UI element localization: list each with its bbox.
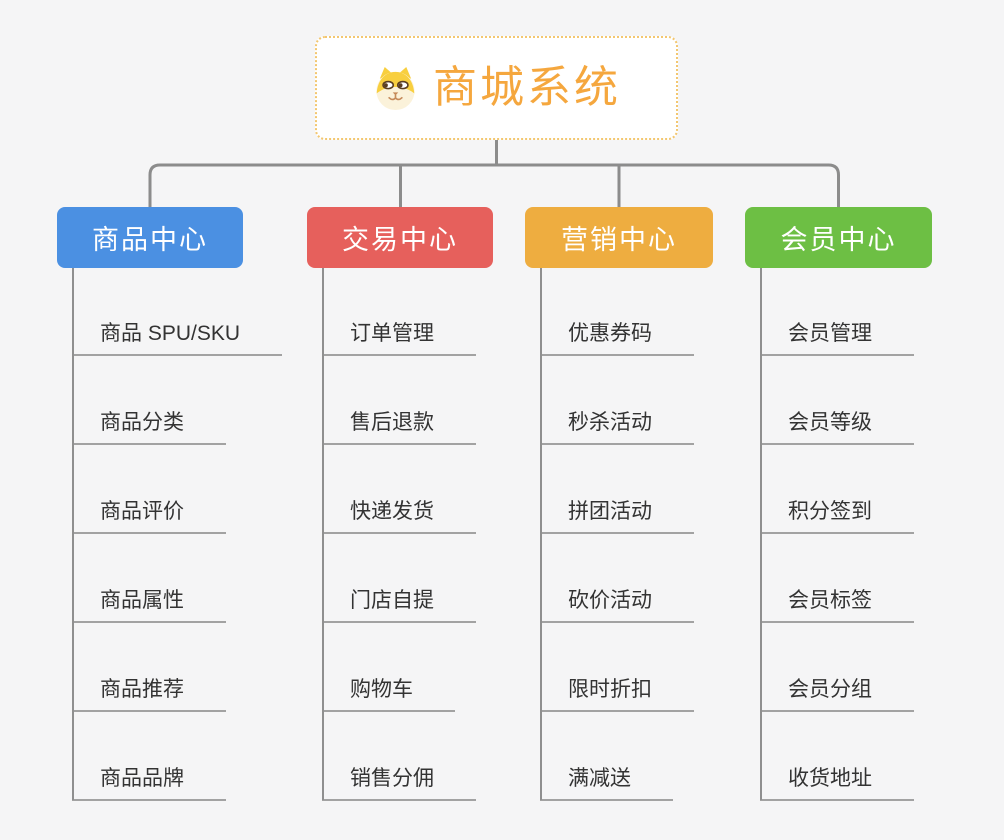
- leaf-label: 拼团活动: [540, 499, 694, 534]
- leaf-label: 积分签到: [760, 499, 914, 534]
- group-head[interactable]: 交易中心: [307, 207, 493, 268]
- leaf-label: 门店自提: [322, 588, 476, 623]
- leaf-label: 收货地址: [760, 766, 914, 801]
- leaf-item[interactable]: 购物车: [322, 677, 493, 712]
- leaf-label: 限时折扣: [540, 677, 694, 712]
- leaf-item[interactable]: 商品 SPU/SKU: [72, 321, 283, 356]
- group-head[interactable]: 营销中心: [525, 207, 713, 268]
- leaf-label: 商品属性: [72, 588, 226, 623]
- leaf-label: 会员管理: [760, 321, 914, 356]
- leaf-label: 销售分佣: [322, 766, 476, 801]
- leaf-label: 商品 SPU/SKU: [72, 321, 283, 356]
- leaf-item[interactable]: 商品品牌: [72, 766, 243, 801]
- leaf-label: 购物车: [322, 677, 455, 712]
- dog-face-icon: [376, 66, 415, 110]
- leaf-item[interactable]: 积分签到: [760, 499, 932, 534]
- leaf-label: 订单管理: [322, 321, 476, 356]
- leaf-list: 商品 SPU/SKU 商品分类商品评价商品属性商品推荐商品品牌: [57, 321, 283, 801]
- leaf-list: 会员管理会员等级积分签到会员标签会员分组收货地址: [745, 321, 932, 801]
- trunk-line: [540, 268, 542, 800]
- group-1: 商品中心 商品 SPU/SKU 商品分类商品评价商品属性商品推荐商品品牌: [57, 207, 283, 801]
- leaf-label: 快递发货: [322, 499, 476, 534]
- leaf-item[interactable]: 售后退款: [322, 410, 493, 445]
- leaf-list: 优惠券码秒杀活动拼团活动砍价活动限时折扣满减送: [525, 321, 713, 801]
- leaf-item[interactable]: 会员标签: [760, 588, 932, 623]
- leaf-item[interactable]: 会员管理: [760, 321, 932, 356]
- leaf-item[interactable]: 商品属性: [72, 588, 243, 623]
- leaf-label: 商品品牌: [72, 766, 226, 801]
- group-head[interactable]: 会员中心: [745, 207, 932, 268]
- leaf-label: 商品推荐: [72, 677, 226, 712]
- leaf-label: 秒杀活动: [540, 410, 694, 445]
- leaf-item[interactable]: 限时折扣: [540, 677, 713, 712]
- group-head[interactable]: 商品中心: [57, 207, 243, 268]
- leaf-item[interactable]: 收货地址: [760, 766, 932, 801]
- leaf-item[interactable]: 销售分佣: [322, 766, 493, 801]
- leaf-item[interactable]: 快递发货: [322, 499, 493, 534]
- trunk-line: [760, 268, 762, 800]
- leaf-label: 商品评价: [72, 499, 226, 534]
- leaf-item[interactable]: 商品评价: [72, 499, 243, 534]
- leaf-item[interactable]: 秒杀活动: [540, 410, 713, 445]
- group-4: 会员中心 会员管理会员等级积分签到会员标签会员分组收货地址: [745, 207, 932, 801]
- root-node[interactable]: 商城系统: [315, 36, 678, 140]
- leaf-label: 会员标签: [760, 588, 914, 623]
- trunk-line: [72, 268, 74, 800]
- leaf-item[interactable]: 会员等级: [760, 410, 932, 445]
- leaf-item[interactable]: 优惠券码: [540, 321, 713, 356]
- leaf-item[interactable]: 会员分组: [760, 677, 932, 712]
- leaf-item[interactable]: 满减送: [540, 766, 713, 801]
- group-3: 营销中心 优惠券码秒杀活动拼团活动砍价活动限时折扣满减送: [525, 207, 713, 801]
- leaf-label: 会员分组: [760, 677, 914, 712]
- trunk-line: [322, 268, 324, 800]
- group-2: 交易中心 订单管理售后退款快递发货门店自提购物车销售分佣: [307, 207, 493, 801]
- leaf-item[interactable]: 订单管理: [322, 321, 493, 356]
- leaf-label: 砍价活动: [540, 588, 694, 623]
- leaf-label: 商品分类: [72, 410, 226, 445]
- leaf-item[interactable]: 商品分类: [72, 410, 243, 445]
- leaf-label: 满减送: [540, 766, 673, 801]
- leaf-label: 售后退款: [322, 410, 476, 445]
- leaf-list: 订单管理售后退款快递发货门店自提购物车销售分佣: [307, 321, 493, 801]
- leaf-item[interactable]: 门店自提: [322, 588, 493, 623]
- leaf-item[interactable]: 商品推荐: [72, 677, 243, 712]
- leaf-label: 会员等级: [760, 410, 914, 445]
- root-title: 商城系统: [433, 63, 621, 112]
- leaf-label: 优惠券码: [540, 321, 694, 356]
- leaf-item[interactable]: 拼团活动: [540, 499, 713, 534]
- leaf-item[interactable]: 砍价活动: [540, 588, 713, 623]
